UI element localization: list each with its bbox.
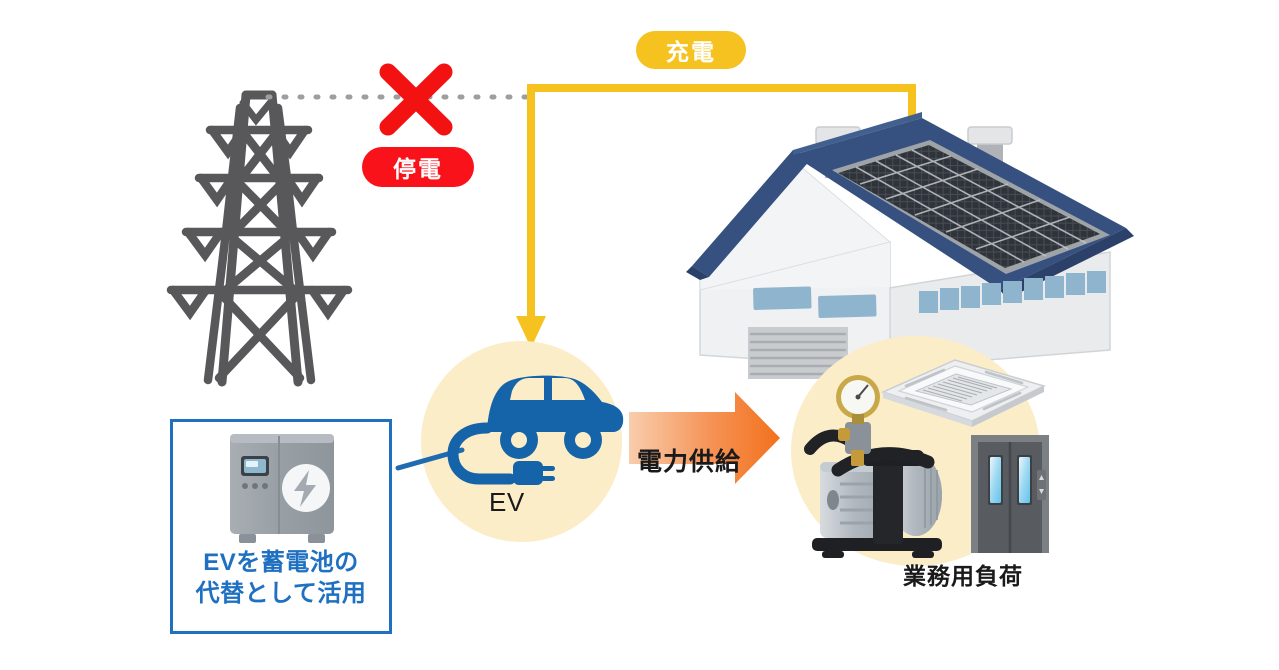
- battery-callout-caption: EVを蓄電池の 代替として活用: [173, 548, 389, 609]
- ev-label: EV: [489, 487, 525, 517]
- elevator-doors-icon: [971, 435, 1049, 553]
- window: [818, 294, 877, 318]
- yellow-charge-path-arrow: [516, 84, 916, 348]
- window: [753, 286, 812, 310]
- charging-badge: 充電: [636, 31, 746, 69]
- charging-plug-icon: [513, 461, 555, 485]
- factory-with-solar-panels-icon: [686, 112, 1134, 379]
- orange-right-arrow-icon: [629, 392, 780, 484]
- battery-caption-line1: EVを蓄電池の: [203, 549, 359, 576]
- shutter-door: [748, 327, 848, 379]
- ceiling-air-conditioner-icon: [880, 359, 1047, 427]
- red-x-icon: [379, 63, 453, 136]
- power-supply-label: 電力供給: [637, 448, 742, 476]
- battery-callout-box: EVを蓄電池の 代替として活用: [170, 419, 392, 634]
- transmission-tower-structure: [166, 99, 353, 385]
- side-windows: [919, 271, 1106, 313]
- storage-battery-icon: [230, 434, 334, 543]
- solar-panel-array: [832, 140, 1110, 274]
- vacuum-pump-icon: [804, 375, 942, 558]
- outage-badge: 停電: [362, 147, 474, 187]
- ev-car-icon: [447, 375, 624, 485]
- battery-caption-line2: 代替として活用: [195, 579, 367, 607]
- commercial-load-label: 業務用負荷: [903, 563, 1023, 589]
